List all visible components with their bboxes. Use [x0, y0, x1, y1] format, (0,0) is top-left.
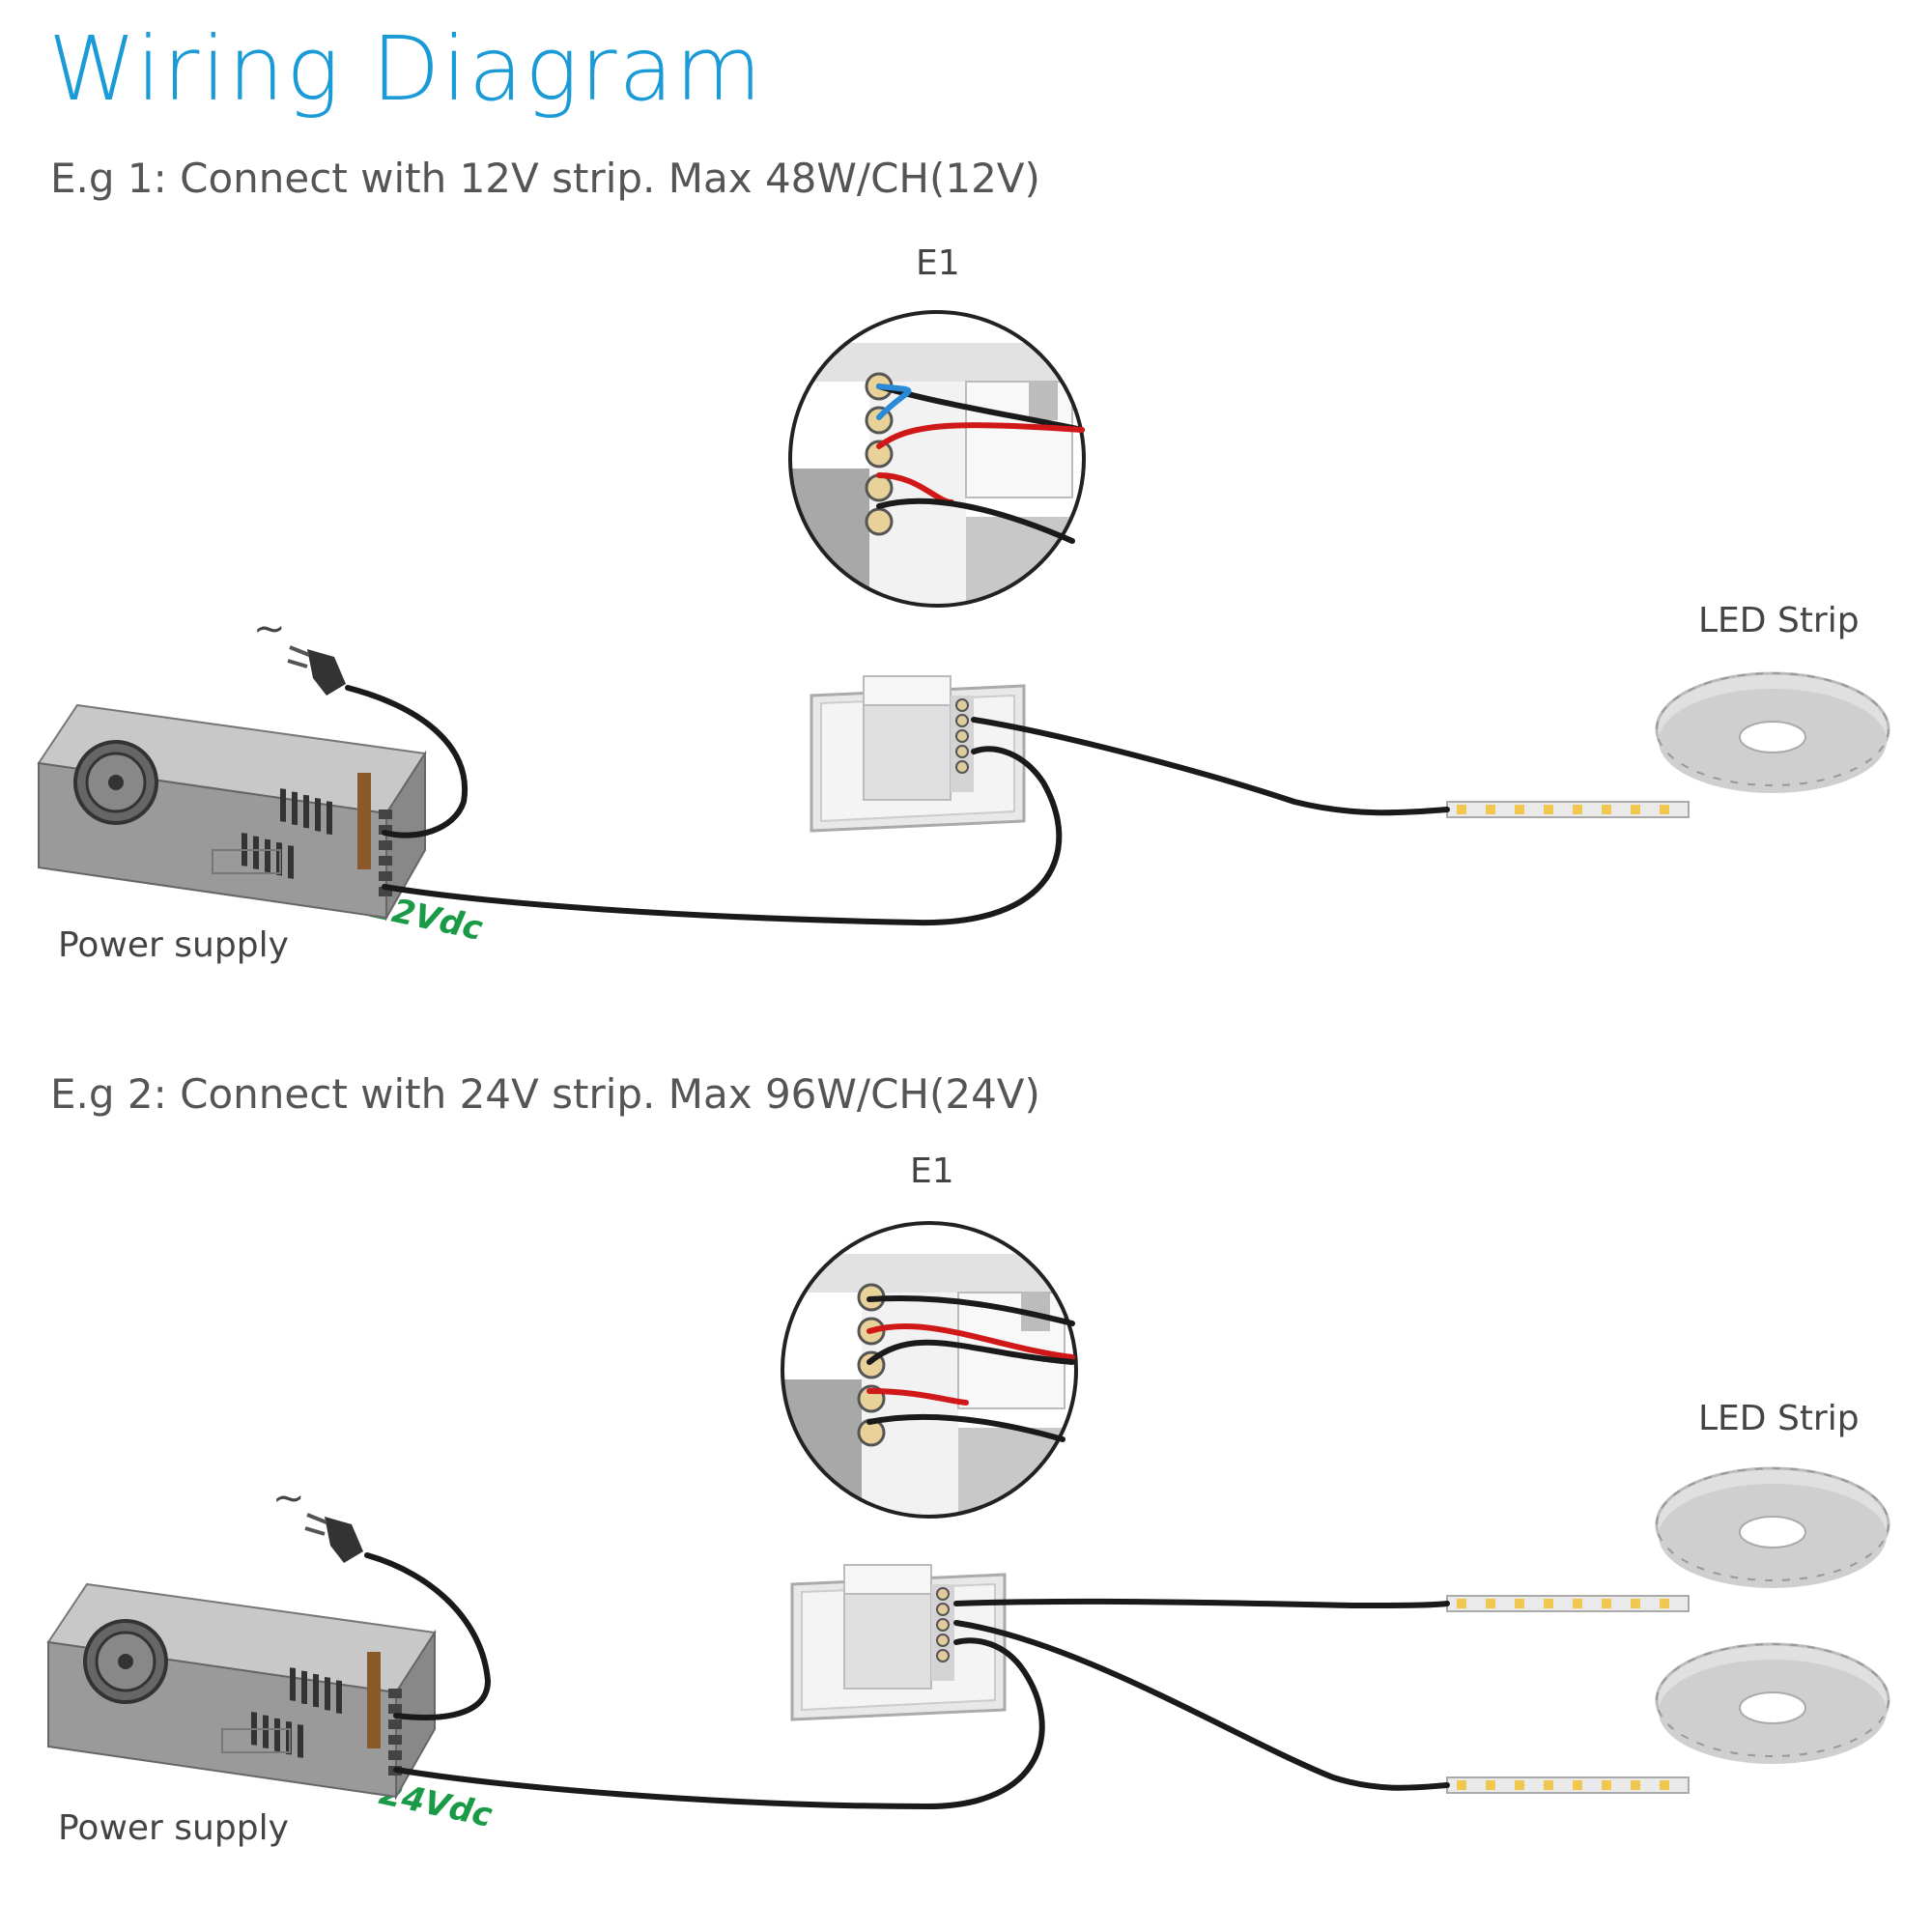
section-1-controller-label: E1	[916, 243, 960, 283]
section-2-caption: E.g 2: Connect with 24V strip. Max 96W/C…	[50, 1070, 1040, 1118]
section-1-ac-symbol: ~	[253, 607, 286, 651]
section-1-psu-label: Power supply	[58, 925, 289, 965]
section-2-ac-symbol: ~	[272, 1476, 305, 1520]
section-1-strip-label: LED Strip	[1698, 601, 1860, 640]
page-title: Wiring Diagram	[48, 17, 764, 121]
section-2-strip-label: LED Strip	[1698, 1399, 1860, 1438]
section-2-psu-label: Power supply	[58, 1808, 289, 1848]
section-2-controller-label: E1	[910, 1151, 954, 1191]
section-1-caption: E.g 1: Connect with 12V strip. Max 48W/C…	[50, 155, 1040, 202]
